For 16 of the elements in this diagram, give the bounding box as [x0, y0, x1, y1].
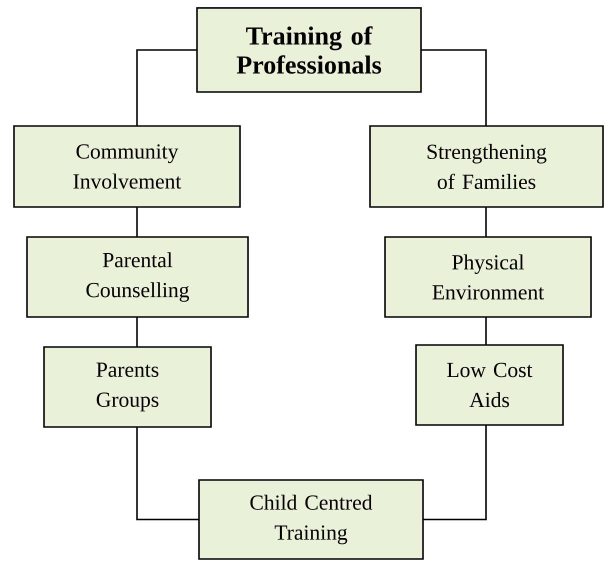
text-box: Strengthening of Families: [369, 125, 604, 208]
connector-line: [136, 317, 138, 347]
text-box: Child Centred Training: [198, 479, 424, 560]
text-box: Physical Environment: [384, 236, 592, 318]
connector-line: [485, 207, 487, 237]
text-box: Parental Counselling: [26, 236, 249, 318]
connector-line: [136, 207, 138, 237]
connector-line: [136, 427, 199, 520]
connector-line: [421, 49, 487, 126]
connector-line: [136, 49, 197, 126]
text-box: Training of Professionals: [196, 7, 422, 93]
connector-line: [423, 425, 487, 520]
text-box: Parents Groups: [43, 346, 212, 428]
connector-line: [485, 317, 487, 345]
text-box: Low Cost Aids: [415, 344, 564, 426]
text-box: Community Involvement: [13, 125, 241, 208]
